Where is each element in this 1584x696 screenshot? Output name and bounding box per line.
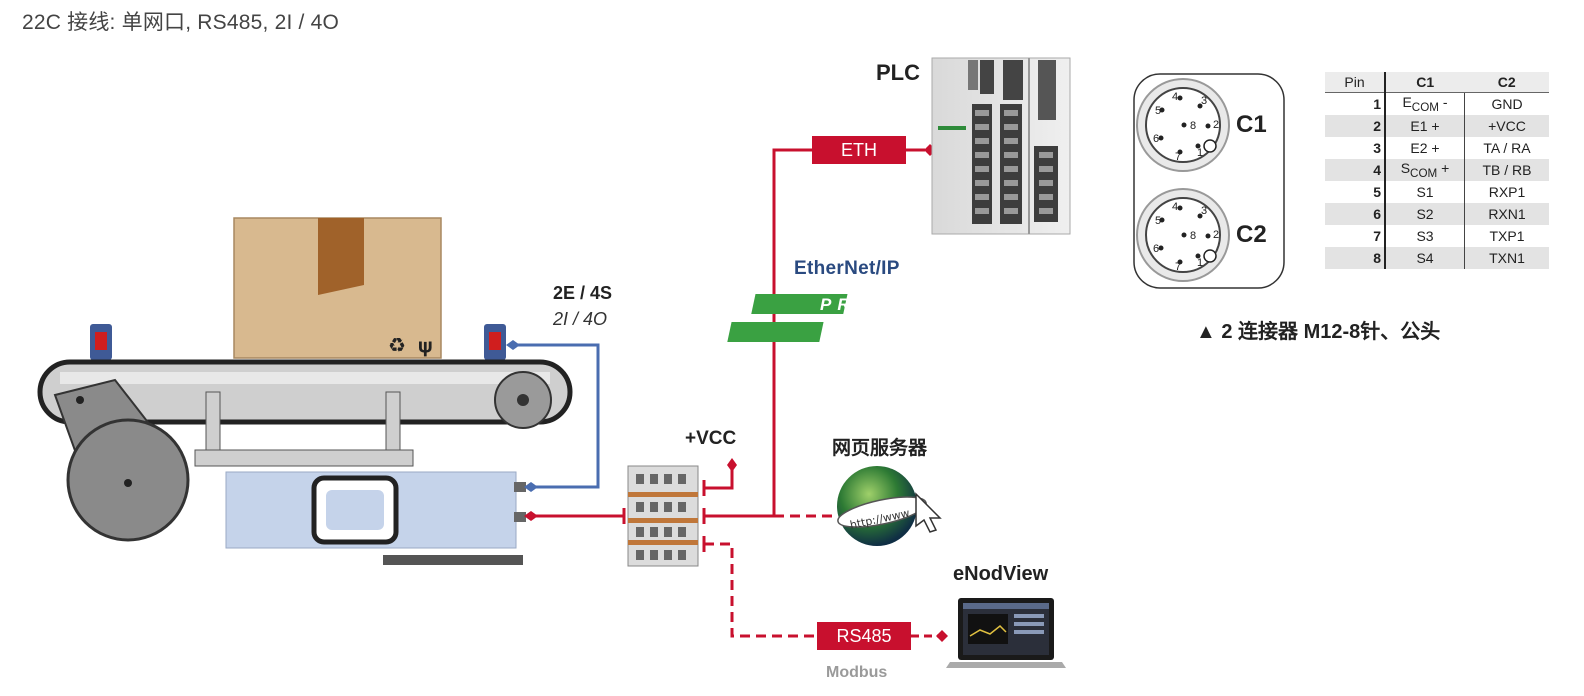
c1-value-main: E	[1402, 94, 1412, 111]
pin-number: 3	[1325, 137, 1386, 159]
table-row: 1 ECOM - GND	[1325, 92, 1549, 115]
profinet-logo-bottom: NET	[832, 323, 884, 342]
c1-value: E2 +	[1385, 137, 1465, 159]
c1-value-sub: COM	[1411, 100, 1439, 114]
svg-text:7: 7	[1175, 151, 1181, 163]
connector-c2-label: C2	[1236, 221, 1267, 248]
pin-number: 4	[1325, 159, 1386, 181]
connector-c1-icon: 4 3 2 1 7 6 5 8	[1136, 78, 1230, 172]
c2-value: RXP1	[1464, 181, 1549, 203]
terminal-block	[627, 465, 699, 567]
c2-value: TB / RB	[1464, 159, 1549, 181]
recycle-icon: ♻	[388, 333, 406, 357]
c2-value: TXN1	[1464, 247, 1549, 269]
c2-value: +VCC	[1464, 115, 1549, 137]
pin-number: 7	[1325, 225, 1386, 247]
svg-text:4: 4	[1172, 91, 1178, 103]
sensor-wire	[512, 343, 600, 489]
profinet-logo: PROFI NET	[727, 294, 902, 342]
c1-value-tail: -	[1438, 94, 1448, 111]
connector-caption: ▲ 2 连接器 M12-8针、公头	[1196, 321, 1441, 343]
svg-text:2: 2	[1213, 229, 1219, 241]
eth-label: ETH	[812, 136, 906, 164]
pin-number: 1	[1325, 92, 1386, 115]
svg-text:8: 8	[1190, 120, 1196, 132]
sensor-label-bottom: 2I / 4O	[553, 309, 608, 329]
connector-c1-label: C1	[1236, 111, 1267, 138]
table-row: 5 S1 RXP1	[1325, 181, 1549, 203]
connector-panel: 4 3 2 1 7 6 5 8 4 3 2 1 7 6 5	[1133, 73, 1285, 289]
svg-text:2: 2	[1213, 119, 1219, 131]
pin-header: Pin	[1325, 72, 1386, 93]
svg-text:7: 7	[1175, 261, 1181, 273]
cardboard-box: ♻ 𝛙	[233, 217, 442, 359]
table-row: 4 SCOM + TB / RB	[1325, 159, 1549, 181]
svg-text:8: 8	[1190, 230, 1196, 242]
svg-text:1: 1	[1197, 147, 1203, 159]
pin-number: 8	[1325, 247, 1386, 269]
table-row: 8 S4 TXN1	[1325, 247, 1549, 269]
c2-value: TA / RA	[1464, 137, 1549, 159]
connector-c2-icon: 4 3 2 1 7 6 5 8	[1136, 188, 1230, 282]
pin-number: 6	[1325, 203, 1386, 225]
vcc-label: +VCC	[685, 428, 737, 449]
modbus-label: Modbus	[826, 664, 888, 681]
svg-text:3: 3	[1201, 205, 1207, 217]
globe-icon: http://www	[837, 466, 942, 546]
table-row: 3 E2 + TA / RA	[1325, 137, 1549, 159]
c1-value-main: S	[1400, 160, 1411, 177]
web-server-label: 网页服务器	[832, 438, 928, 459]
table-row: 2 E1 + +VCC	[1325, 115, 1549, 137]
plc-device	[931, 57, 1071, 235]
svg-text:5: 5	[1155, 215, 1161, 227]
c1-value: S4	[1385, 247, 1465, 269]
ethernet-ip-logo: EtherNet/IP	[794, 258, 900, 279]
table-row: 7 S3 TXP1	[1325, 225, 1549, 247]
c2-value: TXP1	[1464, 225, 1549, 247]
table-row: 6 S2 RXN1	[1325, 203, 1549, 225]
svg-text:3: 3	[1201, 95, 1207, 107]
pin-number: 2	[1325, 115, 1386, 137]
c2-value: RXN1	[1464, 203, 1549, 225]
c1-value: S3	[1385, 225, 1465, 247]
fragile-icon: 𝛙	[418, 333, 433, 357]
laptop-icon	[946, 598, 1066, 668]
enodview-label: eNodView	[953, 563, 1049, 585]
rs485-label: RS485	[817, 622, 911, 650]
pin-number: 5	[1325, 181, 1386, 203]
c2-value: GND	[1464, 92, 1549, 115]
cursor-icon	[915, 492, 942, 533]
c1-value: ECOM -	[1385, 92, 1465, 115]
c1-value: SCOM +	[1385, 159, 1465, 181]
load-cell	[225, 471, 526, 565]
svg-text:1: 1	[1197, 257, 1203, 269]
svg-text:6: 6	[1153, 243, 1159, 255]
svg-text:6: 6	[1153, 133, 1159, 145]
page-title: 22C 接线: 单网口, RS485, 2I / 4O	[22, 11, 340, 34]
svg-text:5: 5	[1155, 105, 1161, 117]
c1-value: S1	[1385, 181, 1465, 203]
svg-text:4: 4	[1172, 201, 1178, 213]
c1-header: C1	[1385, 72, 1465, 93]
sensor-label-top: 2E / 4S	[553, 283, 613, 303]
c1-value: E1 +	[1385, 115, 1465, 137]
pin-table: Pin C1 C2 1 ECOM - GND 2 E1 + +VCC 3 E2 …	[1325, 72, 1549, 269]
c1-value: S2	[1385, 203, 1465, 225]
plc-label: PLC	[876, 60, 920, 85]
c1-value-tail: +	[1437, 160, 1450, 177]
profinet-logo-top: PROFI	[820, 295, 902, 314]
c2-header: C2	[1464, 72, 1549, 93]
conveyor: ♻ 𝛙	[37, 217, 573, 542]
c1-value-sub: COM	[1410, 166, 1438, 180]
